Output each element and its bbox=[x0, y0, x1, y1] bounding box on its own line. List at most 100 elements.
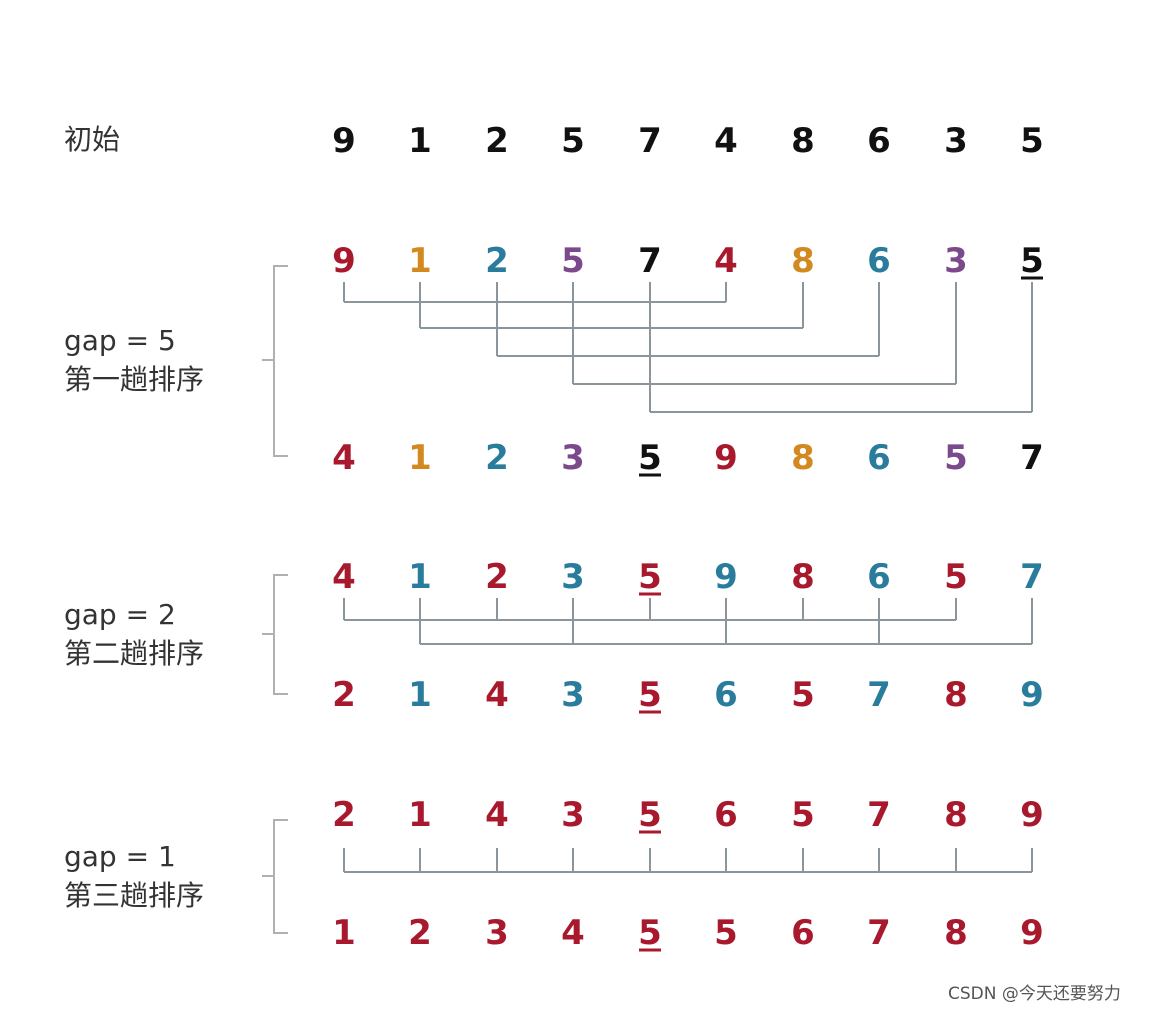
initial-row-value: 3 bbox=[944, 121, 968, 161]
pass-2-before-row-value: 5 bbox=[944, 557, 968, 597]
pass-1-after-row-value: 8 bbox=[791, 438, 815, 478]
gap-label-1: gap = 5 bbox=[64, 324, 176, 357]
pass-3-before-row-value: 3 bbox=[561, 795, 585, 835]
pass-2-before-row-value: 6 bbox=[867, 557, 891, 597]
pass-braces bbox=[262, 265, 288, 934]
pass-1-before-row-value: 9 bbox=[332, 241, 356, 281]
pass-1-after-row-value: 5 bbox=[638, 438, 662, 478]
initial-row-value: 2 bbox=[485, 121, 509, 161]
pass-1-before-row-value: 5 bbox=[1020, 241, 1044, 281]
pass-2-before-row-value: 9 bbox=[714, 557, 738, 597]
group-connectors bbox=[343, 282, 1033, 873]
pass-1-before-row-value: 2 bbox=[485, 241, 509, 281]
pass-1-after-row-value: 3 bbox=[561, 438, 585, 478]
pass-3-after-row-value: 9 bbox=[1020, 913, 1044, 953]
pass-3-before-row-value: 2 bbox=[332, 795, 356, 835]
pass-1-before-row-value: 6 bbox=[867, 241, 891, 281]
pass-1-before-row: 9 1 2 5 7 4 8 6 3 5 bbox=[332, 241, 1044, 281]
pass-3-after-row-value: 4 bbox=[561, 913, 585, 953]
pass-1-before-row-value: 5 bbox=[561, 241, 585, 281]
pass-labels: gap = 5 第一趟排序 gap = 2 第二趟排序 gap = 1 第三趟排… bbox=[64, 324, 204, 912]
initial-row-value: 7 bbox=[638, 121, 662, 161]
pass-1-after-row-value: 6 bbox=[867, 438, 891, 478]
pass-1-group-connector bbox=[419, 282, 804, 329]
pass-3-after-row-value: 5 bbox=[714, 913, 738, 953]
pass-3-before-row: 2 1 4 3 5 6 5 7 8 9 bbox=[332, 795, 1044, 835]
gap-label-2: gap = 2 bbox=[64, 598, 176, 631]
pass-1-after-row-value: 2 bbox=[485, 438, 509, 478]
pass-1-group-connector bbox=[572, 282, 957, 385]
pass-3-after-row-value: 5 bbox=[638, 913, 662, 953]
initial-row-value: 5 bbox=[1020, 121, 1044, 161]
pass-3-before-row-value: 9 bbox=[1020, 795, 1044, 835]
pass-1-before-row-value: 8 bbox=[791, 241, 815, 281]
pass-2-after-row-value: 5 bbox=[791, 675, 815, 715]
pass-2-before-row: 4 1 2 3 5 9 8 6 5 7 bbox=[332, 557, 1044, 597]
initial-row-value: 6 bbox=[867, 121, 891, 161]
pass-2-after-row-value: 4 bbox=[485, 675, 509, 715]
pass-2-group-connector bbox=[419, 598, 1033, 645]
initial-row-value: 8 bbox=[791, 121, 815, 161]
pass-1-before-row-value: 4 bbox=[714, 241, 738, 281]
pass-2-after-row: 2 1 4 3 5 6 5 7 8 9 bbox=[332, 675, 1044, 715]
pass-1-after-row-value: 4 bbox=[332, 438, 356, 478]
pass-2-after-row-value: 6 bbox=[714, 675, 738, 715]
gap-label-3: gap = 1 bbox=[64, 840, 176, 873]
pass-1-before-row-value: 7 bbox=[638, 241, 662, 281]
pass-1-after-row-value: 9 bbox=[714, 438, 738, 478]
pass-label-2: 第二趟排序 bbox=[64, 637, 204, 670]
pass-3-after-row-value: 3 bbox=[485, 913, 509, 953]
pass-3-before-row-value: 7 bbox=[867, 795, 891, 835]
pass-2-after-row-value: 3 bbox=[561, 675, 585, 715]
pass-2-after-row-value: 1 bbox=[408, 675, 432, 715]
pass-1-after-row-value: 1 bbox=[408, 438, 432, 478]
pass-2-brace bbox=[262, 574, 288, 695]
pass-2-after-row-value: 5 bbox=[638, 675, 662, 715]
initial-row-value: 1 bbox=[408, 121, 432, 161]
pass-1-group-connector bbox=[496, 282, 880, 357]
initial-row-value: 5 bbox=[561, 121, 585, 161]
pass-3-after-row-value: 7 bbox=[867, 913, 891, 953]
pass-2-after-row-value: 2 bbox=[332, 675, 356, 715]
number-rows: 9 1 2 5 7 4 8 6 3 5 9 1 2 5 7 4 8 6 3 5 4 1 2 3 5 9 8 6 5 7 4 1 2 3 5 9 8 6 5 7… bbox=[332, 121, 1044, 953]
pass-3-before-row-value: 6 bbox=[714, 795, 738, 835]
pass-1-group-connector bbox=[343, 282, 727, 303]
pass-1-after-row-value: 5 bbox=[944, 438, 968, 478]
pass-1-before-row-value: 1 bbox=[408, 241, 432, 281]
watermark: CSDN @今天还要努力 bbox=[948, 984, 1121, 1004]
initial-label: 初始 bbox=[64, 123, 120, 156]
pass-2-after-row-value: 7 bbox=[867, 675, 891, 715]
pass-3-after-row-value: 1 bbox=[332, 913, 356, 953]
pass-3-after-row: 1 2 3 4 5 5 6 7 8 9 bbox=[332, 913, 1044, 953]
pass-3-before-row-value: 8 bbox=[944, 795, 968, 835]
pass-2-before-row-value: 1 bbox=[408, 557, 432, 597]
pass-2-group-connector bbox=[343, 598, 957, 621]
pass-label-1: 第一趟排序 bbox=[64, 363, 204, 396]
pass-1-after-row-value: 7 bbox=[1020, 438, 1044, 478]
pass-3-after-row-value: 6 bbox=[791, 913, 815, 953]
pass-2-after-row-value: 8 bbox=[944, 675, 968, 715]
pass-2-before-row-value: 4 bbox=[332, 557, 356, 597]
pass-3-brace bbox=[262, 819, 288, 934]
pass-2-before-row-value: 2 bbox=[485, 557, 509, 597]
pass-2-before-row-value: 7 bbox=[1020, 557, 1044, 597]
pass-3-before-row-value: 1 bbox=[408, 795, 432, 835]
pass-2-after-row-value: 9 bbox=[1020, 675, 1044, 715]
pass-3-after-row-value: 8 bbox=[944, 913, 968, 953]
pass-3-before-row-value: 4 bbox=[485, 795, 509, 835]
pass-1-group-connector bbox=[649, 282, 1033, 413]
pass-label-3: 第三趟排序 bbox=[64, 879, 204, 912]
pass-1-after-row: 4 1 2 3 5 9 8 6 5 7 bbox=[332, 438, 1044, 478]
pass-2-before-row-value: 5 bbox=[638, 557, 662, 597]
initial-row-value: 4 bbox=[714, 121, 738, 161]
pass-3-after-row-value: 2 bbox=[408, 913, 432, 953]
pass-3-group-connector bbox=[343, 848, 1033, 873]
pass-1-before-row-value: 3 bbox=[944, 241, 968, 281]
pass-2-before-row-value: 8 bbox=[791, 557, 815, 597]
pass-2-before-row-value: 3 bbox=[561, 557, 585, 597]
pass-1-brace bbox=[262, 265, 288, 457]
pass-3-before-row-value: 5 bbox=[791, 795, 815, 835]
pass-3-before-row-value: 5 bbox=[638, 795, 662, 835]
